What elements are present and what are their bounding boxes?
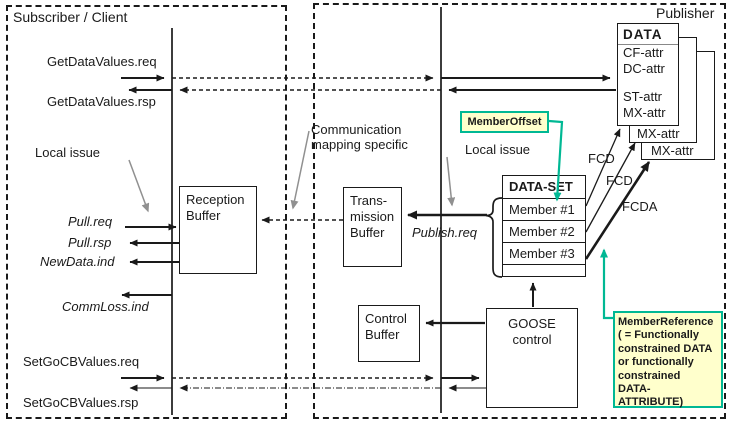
local-issue-right-label: Local issue: [465, 142, 531, 157]
data-box-back-mx-attr: MX-attr: [651, 143, 694, 158]
setgocbvalues-rsp-label: SetGoCBValues.rsp: [23, 395, 139, 410]
reception-buffer-line1: Reception: [186, 192, 245, 207]
fcda-label: FCDA: [621, 199, 659, 214]
member-reference-line4: or functionally: [618, 356, 694, 369]
data-attr-cf: CF-attr: [623, 45, 664, 60]
newdata-ind-label: NewData.ind: [40, 254, 115, 269]
publisher-region: [313, 3, 726, 419]
transmission-buffer-line1: Trans-: [350, 193, 388, 208]
member-reference-line6: DATA-: [618, 383, 651, 396]
data-box-front: DATA CF-attr DC-attr ST-attr MX-attr: [617, 23, 679, 126]
control-buffer-box: Control Buffer: [358, 305, 420, 362]
pull-req-label: Pull.req: [68, 214, 113, 229]
transmission-buffer-line2: mission: [350, 209, 395, 224]
setgocbvalues-req-label: SetGoCBValues.req: [23, 354, 140, 369]
local-issue-left-label: Local issue: [35, 145, 101, 160]
data-set-box: DATA-SET Member #1 Member #2 Member #3: [502, 175, 586, 277]
member-offset-note: MemberOffset: [460, 111, 549, 133]
getdatavalues-req-label: GetDataValues.req: [47, 54, 157, 69]
data-attr-dc: DC-attr: [623, 60, 665, 76]
data-set-member-3: Member #3: [503, 243, 585, 265]
data-attr-gap: [618, 76, 678, 89]
member-reference-line5: constrained: [618, 369, 681, 382]
subscriber-region: [6, 5, 287, 419]
subscriber-title: Subscriber / Client: [13, 9, 128, 25]
member-reference-line3: constrained DATA: [618, 342, 713, 355]
control-buffer-line1: Control: [365, 311, 407, 326]
comm-mapping-pointer: [290, 130, 310, 210]
data-box-middle-mx-attr: MX-attr: [637, 126, 680, 141]
data-set-member-1: Member #1: [503, 199, 585, 221]
member-reference-line2: ( = Functionally: [618, 329, 699, 342]
goose-control-line1: GOOSE: [508, 316, 556, 331]
member-reference-line1: MemberReference: [618, 316, 714, 328]
member-reference-line7: ATTRIBUTE): [618, 396, 684, 409]
data-attr-mx: MX-attr: [623, 104, 666, 120]
data-set-member-2: Member #2: [503, 221, 585, 243]
transmission-buffer-box: Trans- mission Buffer: [343, 187, 402, 267]
comm-mapping-label: Communication mapping specific: [311, 122, 408, 152]
data-set-title: DATA-SET: [503, 176, 585, 199]
fcd-label-2: FCD: [605, 173, 634, 188]
goose-control-line2: control: [512, 332, 552, 347]
control-buffer-line2: Buffer: [365, 327, 400, 342]
data-box-title: DATA: [618, 24, 678, 45]
publisher-title: Publisher: [656, 5, 715, 21]
goose-control-box: GOOSE control: [486, 308, 578, 408]
getdatavalues-rsp-label: GetDataValues.rsp: [47, 94, 156, 109]
reception-buffer-box: Reception Buffer: [179, 186, 257, 274]
data-attr-st: ST-attr: [623, 89, 663, 104]
pull-rsp-label: Pull.rsp: [68, 235, 112, 250]
data-set-empty-row: [503, 265, 585, 276]
fcd-label-1: FCD: [587, 151, 616, 166]
commloss-ind-label: CommLoss.ind: [62, 299, 149, 314]
publish-req-label: Publish.req: [412, 225, 478, 240]
reception-buffer-line2: Buffer: [186, 208, 221, 223]
transmission-buffer-line3: Buffer: [350, 225, 385, 240]
member-reference-note: MemberReference ( = Functionally constra…: [613, 311, 723, 408]
